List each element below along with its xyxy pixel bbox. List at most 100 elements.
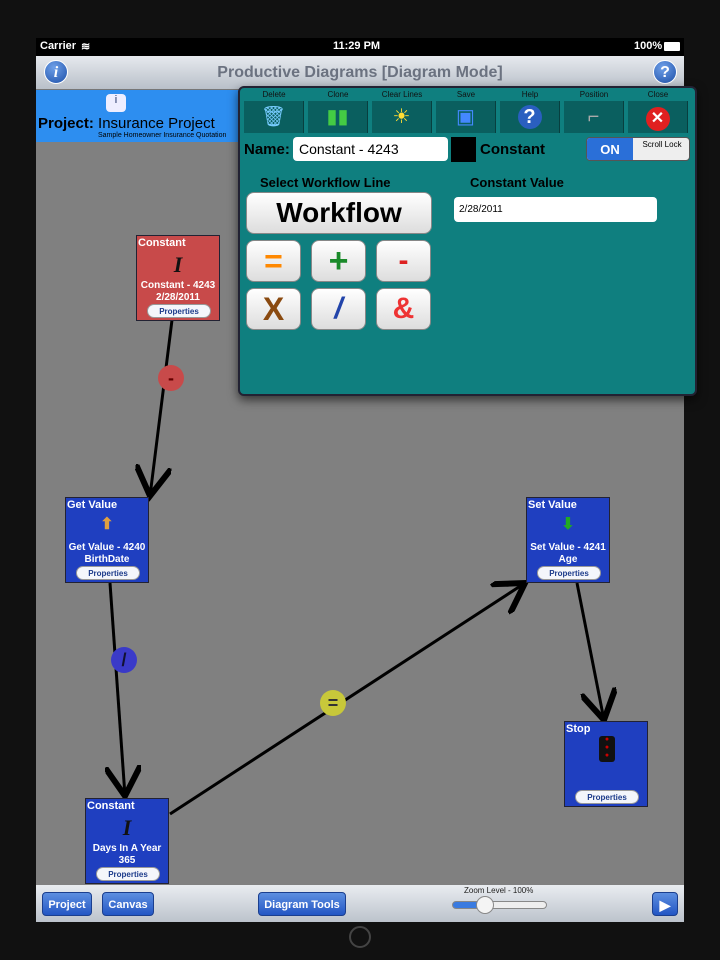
- link-line: [110, 582, 125, 796]
- node-name: Days In A Year: [92, 843, 162, 854]
- properties-button[interactable]: Properties: [147, 304, 211, 318]
- scroll-lock-label: Scroll Lock: [642, 140, 682, 149]
- bottom-toolbar: Project Canvas Diagram Tools Zoom Level …: [36, 885, 684, 922]
- workflow-button[interactable]: Workflow: [246, 192, 432, 234]
- help-button[interactable]: ?: [653, 60, 677, 84]
- operator-divide-button[interactable]: /: [311, 288, 366, 330]
- link-line: [150, 319, 174, 496]
- project-line: Project: Insurance Project: [38, 115, 215, 132]
- node-value: BirthDate: [84, 554, 130, 565]
- node-value: 2/28/2011: [156, 292, 200, 303]
- color-swatch[interactable]: [451, 137, 476, 162]
- set-value-icon: ⬇: [561, 516, 575, 533]
- constant-icon: I: [173, 252, 183, 277]
- zoom-slider-thumb[interactable]: [476, 896, 494, 914]
- help-icon: ?: [500, 101, 560, 133]
- floppy-icon: ▣: [436, 101, 496, 133]
- name-input[interactable]: Constant - 4243: [293, 137, 448, 161]
- node-header: Constant: [138, 237, 186, 249]
- properties-button[interactable]: Properties: [575, 790, 639, 804]
- node-stop[interactable]: Stop ●●● Properties: [564, 721, 648, 807]
- diagram-tools-button[interactable]: Diagram Tools: [258, 892, 346, 916]
- project-info-icon[interactable]: i: [106, 94, 126, 112]
- node-header: Constant: [87, 800, 135, 812]
- constant-value-input[interactable]: 2/28/2011: [454, 197, 657, 222]
- properties-button[interactable]: Properties: [537, 566, 601, 580]
- connection-lines: [36, 319, 684, 816]
- popover-toolbar: Delete 🗑 Clone ▮▮ Clear Lines ☀ Save ▣ Help?…: [244, 90, 691, 134]
- link-line: [169, 583, 525, 816]
- operator-minus-button[interactable]: -: [376, 240, 431, 282]
- constant-value-heading: Constant Value: [470, 175, 564, 190]
- home-button[interactable]: [349, 926, 371, 948]
- trash-icon: 🗑: [244, 101, 304, 133]
- app-title: Productive Diagrams [Diagram Mode]: [217, 64, 503, 81]
- node-name: Get Value - 4240: [68, 542, 146, 553]
- project-button[interactable]: Project: [42, 892, 92, 916]
- node-name: Constant - 4243: [140, 280, 216, 291]
- scroll-lock-toggle[interactable]: ON Scroll Lock: [586, 137, 690, 161]
- battery-icon: [664, 42, 680, 51]
- tool-label: Close: [647, 90, 669, 99]
- link-operator-minus[interactable]: -: [158, 365, 184, 391]
- properties-button[interactable]: Properties: [96, 867, 160, 881]
- zoom-level-label: Zoom Level - 100%: [464, 886, 534, 895]
- node-properties-popover: Delete 🗑 Clone ▮▮ Clear Lines ☀ Save ▣ Help?…: [238, 86, 697, 396]
- toggle-state: ON: [587, 138, 633, 160]
- zoom-slider[interactable]: [452, 896, 547, 914]
- close-tool[interactable]: Close ✕: [628, 90, 688, 134]
- wifi-icon: ≋: [81, 41, 91, 53]
- project-label: Project:: [38, 115, 94, 132]
- link-operator-equals[interactable]: =: [320, 690, 346, 716]
- operator-concat-button[interactable]: &: [376, 288, 431, 330]
- clone-tool[interactable]: Clone ▮▮: [308, 90, 368, 134]
- operator-plus-button[interactable]: +: [311, 240, 366, 282]
- battery-level: 100%: [634, 40, 663, 52]
- workflow-heading: Select Workflow Line: [260, 175, 391, 190]
- delete-tool[interactable]: Delete 🗑: [244, 90, 304, 134]
- node-name: Set Value - 4241: [530, 542, 606, 553]
- sun-icon: ☀: [372, 101, 432, 133]
- status-bar: Carrier ≋ 11:29 PM 100%: [36, 38, 684, 56]
- link-line: [575, 582, 604, 720]
- node-value: Age: [558, 554, 578, 565]
- clone-icon: ▮▮: [308, 101, 368, 133]
- tool-label: Clone: [327, 90, 349, 99]
- clear-lines-tool[interactable]: Clear Lines ☀: [372, 90, 432, 134]
- name-label: Name:: [244, 141, 290, 158]
- operator-multiply-button[interactable]: X: [246, 288, 301, 330]
- tool-label: Delete: [262, 90, 286, 99]
- clock: 11:29 PM: [333, 40, 381, 52]
- get-value-icon: ⬆: [100, 516, 114, 533]
- node-value: 365: [118, 855, 136, 866]
- tool-label: Position: [579, 90, 609, 99]
- position-tool[interactable]: Position ⌐: [564, 90, 624, 134]
- canvas-button[interactable]: Canvas: [102, 892, 154, 916]
- project-name: Insurance Project: [98, 115, 215, 132]
- node-type: Constant: [480, 141, 545, 158]
- properties-button[interactable]: Properties: [76, 566, 140, 580]
- node-header: Get Value: [67, 499, 118, 511]
- save-tool[interactable]: Save ▣: [436, 90, 496, 134]
- help-tool[interactable]: Help?: [500, 90, 560, 134]
- info-button[interactable]: i: [44, 60, 68, 84]
- operator-equals-button[interactable]: =: [246, 240, 301, 282]
- project-description: Sample Homeowner Insurance Quotation: [98, 132, 227, 139]
- traffic-light-icon: ●●●: [599, 736, 615, 762]
- carrier: Carrier: [40, 40, 77, 52]
- tool-label: Clear Lines: [381, 90, 423, 99]
- tool-label: Help: [521, 90, 539, 99]
- tool-label: Save: [456, 90, 476, 99]
- ruler-icon: ⌐: [564, 101, 624, 133]
- close-icon: ✕: [628, 101, 688, 133]
- node-header: Stop: [566, 723, 591, 735]
- constant-icon: I: [122, 815, 132, 840]
- title-bar: i Productive Diagrams [Diagram Mode] ?: [36, 56, 684, 90]
- link-operator-divide[interactable]: /: [111, 647, 137, 673]
- node-header: Set Value: [528, 499, 577, 511]
- play-button[interactable]: ▶: [652, 892, 678, 916]
